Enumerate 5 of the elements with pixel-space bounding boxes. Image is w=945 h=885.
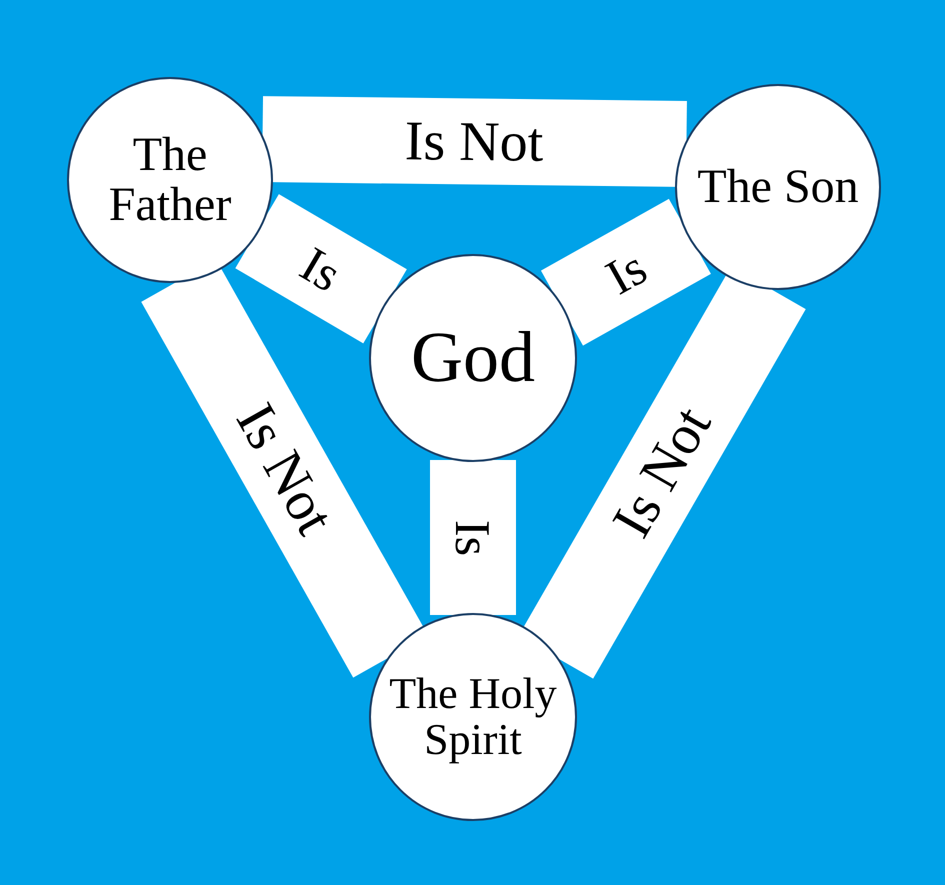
node-label: The Son [697, 162, 859, 212]
connector-band [262, 96, 687, 187]
node-label: God [411, 320, 535, 396]
node-label: The Holy Spirit [388, 670, 558, 764]
node-label: The Father [108, 130, 232, 230]
